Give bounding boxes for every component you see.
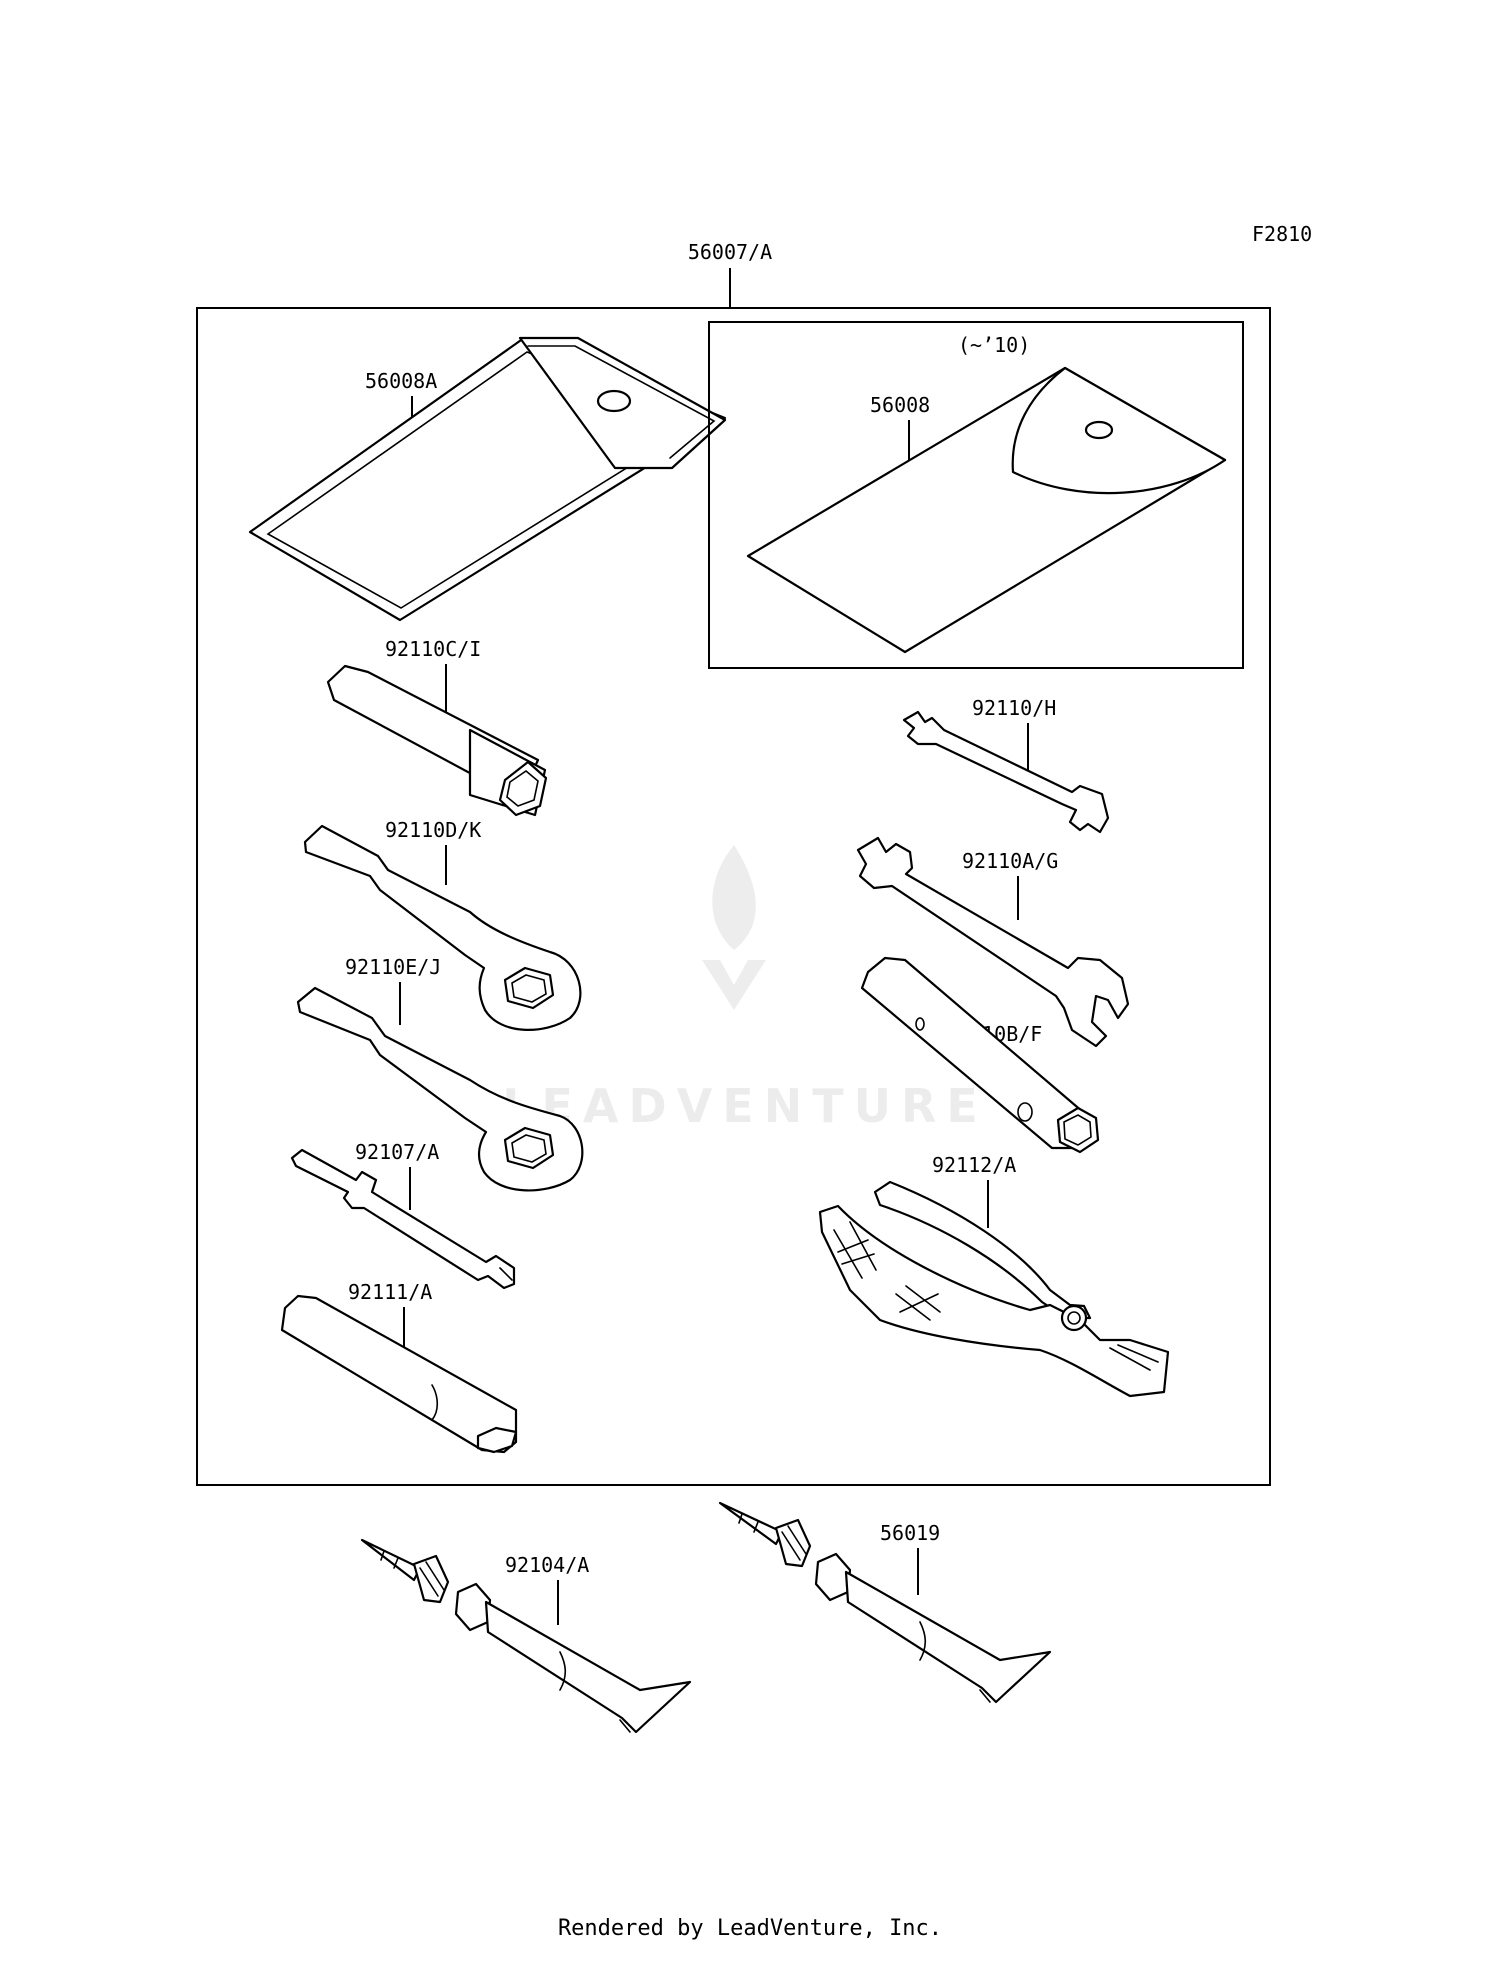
- box-wrench-92110d: [303, 824, 582, 1031]
- case-56008-note: (~’10): [958, 333, 1030, 357]
- part-label-56019: 56019: [880, 1521, 940, 1545]
- part-label-56008: 56008: [870, 393, 930, 417]
- socket-wrench-92110c: [326, 664, 548, 817]
- figure-code: F2810: [1252, 222, 1312, 246]
- part-label-92112: 92112/A: [932, 1153, 1016, 1177]
- part-label-92110e: 92110E/J: [345, 955, 441, 979]
- grease-tube-56019: [718, 1501, 1052, 1704]
- leadventure-watermark: LEADVENTURE: [502, 845, 988, 1133]
- part-label-92110h: 92110/H: [972, 696, 1056, 720]
- part-label-92107: 92107/A: [355, 1140, 439, 1164]
- part-label-56008a: 56008A: [365, 369, 437, 393]
- pliers-92112: [818, 1180, 1170, 1398]
- case-56008-frame: [708, 321, 1244, 669]
- wrench-92110a: [856, 836, 1130, 1048]
- part-label-92110c: 92110C/I: [385, 637, 481, 661]
- wrench-92110h: [902, 710, 1110, 834]
- kit-frame: [196, 307, 1271, 1486]
- box-wrench-92110e: [296, 986, 584, 1192]
- kit-label: 56007/A: [688, 240, 772, 264]
- tool-case-56008: [746, 366, 1227, 654]
- handle-92111: [280, 1294, 518, 1454]
- part-label-92111: 92111/A: [348, 1280, 432, 1304]
- plug-wrench-92110b: [860, 956, 1100, 1154]
- screwdriver-92107: [290, 1148, 516, 1290]
- part-label-92110a: 92110A/G: [962, 849, 1058, 873]
- grease-tube-92104: [360, 1538, 692, 1734]
- footer-credit: Rendered by LeadVenture, Inc.: [557, 1916, 943, 1941]
- watermark-text: LEADVENTURE: [502, 1079, 988, 1133]
- part-label-92104: 92104/A: [505, 1553, 589, 1577]
- part-label-92110d: 92110D/K: [385, 818, 481, 842]
- tool-case-56008a: [248, 336, 727, 622]
